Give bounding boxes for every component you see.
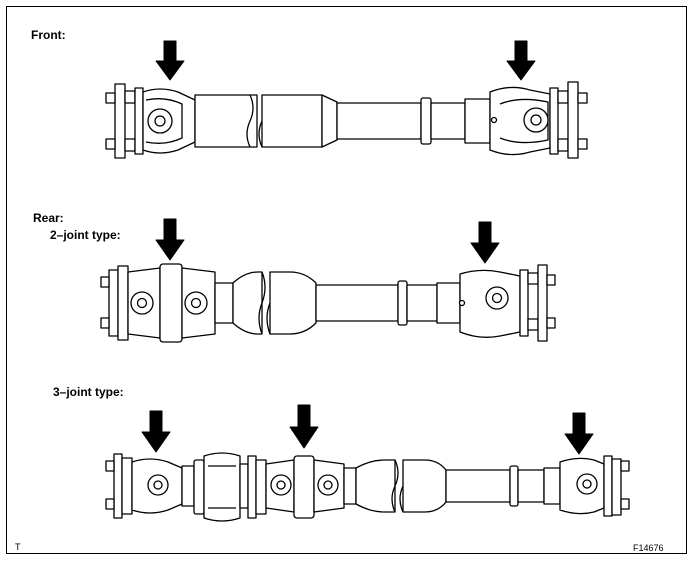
rear3-center-yoke <box>293 455 315 519</box>
figure-code: F14676 <box>633 543 664 553</box>
front-tube-left <box>194 94 258 148</box>
label-3-joint-type: 3–joint type: <box>53 385 124 399</box>
label-front: Front: <box>31 28 66 42</box>
front-right-flange <box>567 81 579 159</box>
front-left-flange <box>114 83 126 159</box>
rear3-center-bearing <box>203 452 241 522</box>
rear2-tube <box>269 271 317 335</box>
rear2-right-flange <box>537 264 548 342</box>
rear3-middle-flange <box>255 459 267 515</box>
figure-frame <box>6 6 687 554</box>
label-rear: Rear: <box>33 211 64 225</box>
rear2-left-flange <box>108 269 119 337</box>
down-arrow-icon <box>564 412 594 455</box>
rear3-left-flange <box>121 457 133 515</box>
rear2-center-yoke <box>159 263 183 343</box>
down-arrow-icon <box>289 404 319 449</box>
down-arrow-icon <box>141 410 171 453</box>
front-propeller-shaft <box>105 81 588 159</box>
label-2-joint-type: 2–joint type: <box>50 228 121 242</box>
corner-mark: T <box>15 542 21 552</box>
front-tube-right <box>261 94 323 148</box>
front-slip-shaft <box>336 102 422 140</box>
rear-2-joint-shaft <box>100 263 556 343</box>
rear3-right-flange <box>611 458 622 516</box>
down-arrow-icon <box>155 218 185 261</box>
rear-3-joint-shaft <box>105 452 630 522</box>
rear3-tube <box>402 459 447 513</box>
down-arrow-icon <box>155 40 185 81</box>
down-arrow-icon <box>506 40 536 81</box>
down-arrow-icon <box>470 221 500 264</box>
